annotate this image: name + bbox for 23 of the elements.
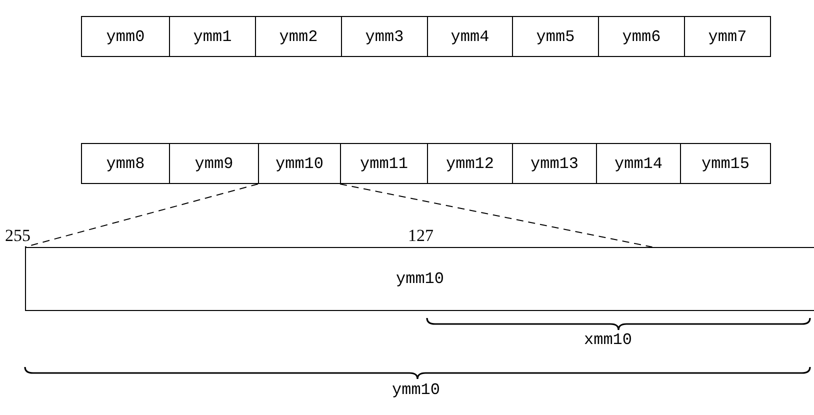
register-cell: ymm9 <box>169 143 259 184</box>
register-box: ymm10 <box>25 247 814 311</box>
register-cell: ymm15 <box>680 143 771 184</box>
register-cell: ymm13 <box>512 143 597 184</box>
register-cell: ymm11 <box>340 143 428 184</box>
bit-number: 255 <box>5 226 30 246</box>
zoom-line <box>340 184 653 248</box>
register-cell: ymm6 <box>598 16 685 57</box>
brace-label: xmm10 <box>584 331 632 349</box>
register-cell: ymm4 <box>427 16 513 57</box>
register-cell: ymm3 <box>341 16 428 57</box>
brace-label: ymm10 <box>392 381 440 399</box>
register-cell: ymm5 <box>512 16 599 57</box>
register-cell: ymm0 <box>81 16 170 57</box>
register-cell: ymm8 <box>81 143 170 184</box>
register-cell: ymm14 <box>596 143 681 184</box>
bit-number: 127 <box>408 226 434 246</box>
register-cell: ymm10 <box>258 143 341 184</box>
register-cell: ymm1 <box>169 16 256 57</box>
register-cell: ymm7 <box>684 16 771 57</box>
register-cell: ymm2 <box>255 16 342 57</box>
register-cell: ymm12 <box>427 143 513 184</box>
zoom-line <box>24 184 258 248</box>
